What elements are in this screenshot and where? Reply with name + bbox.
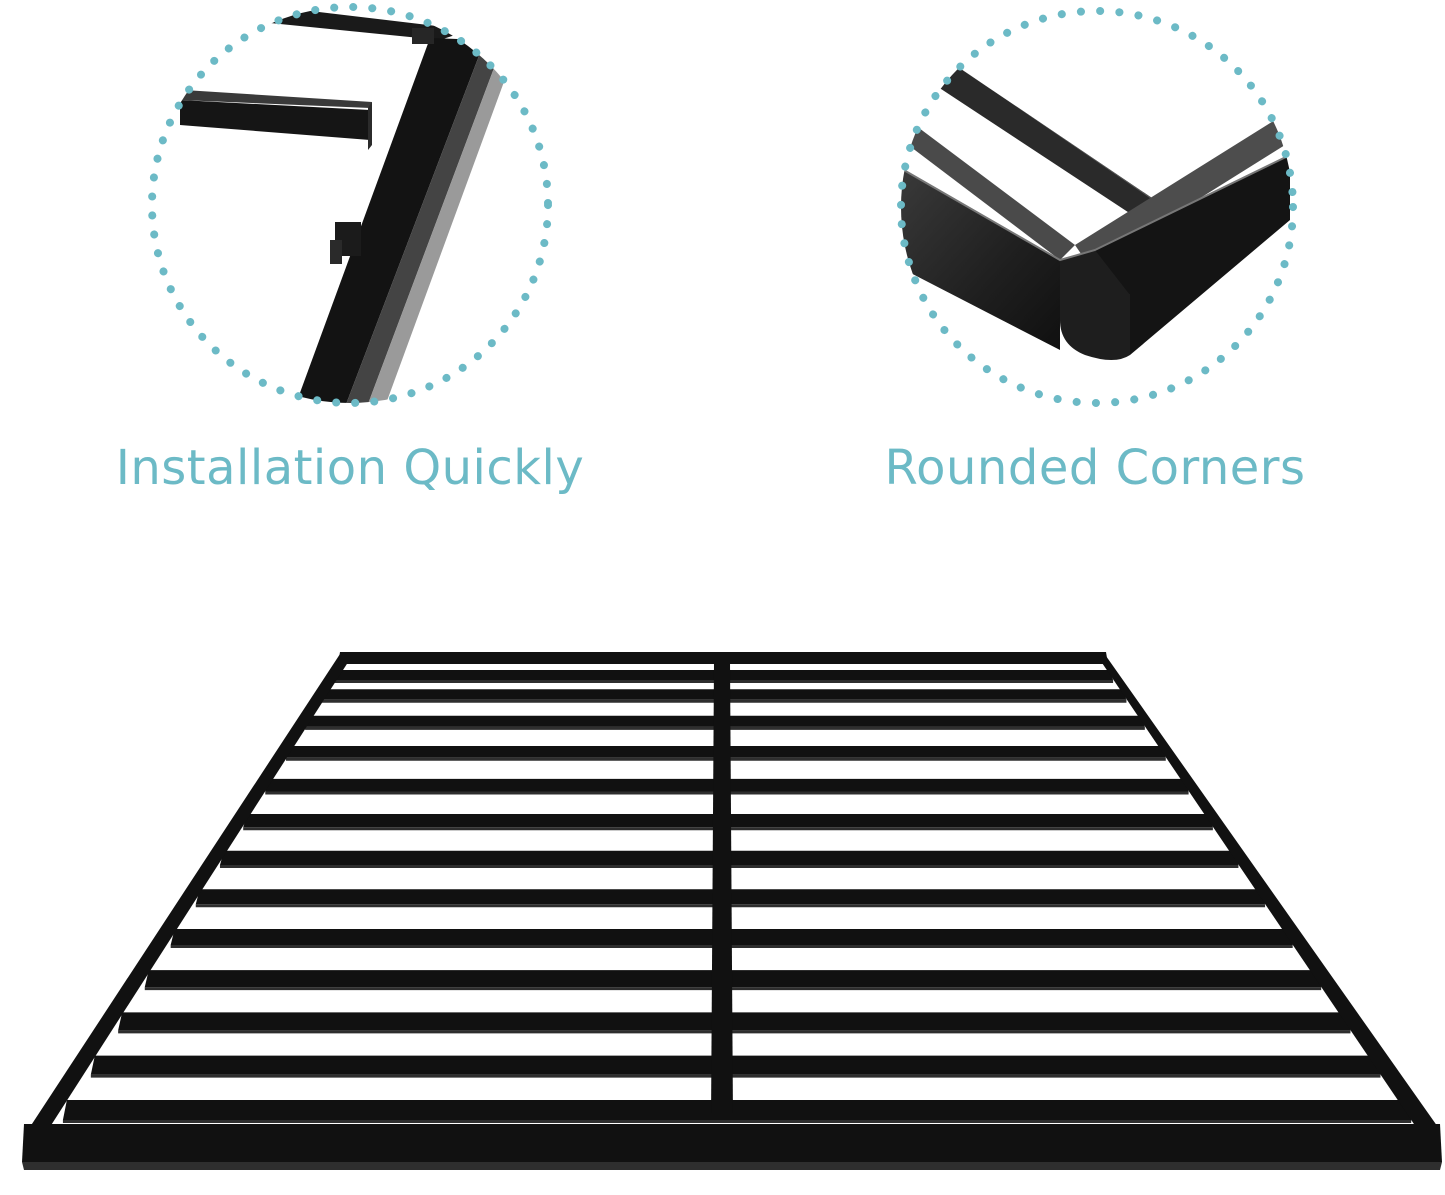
- bed-slat-edge: [90, 1074, 1381, 1078]
- head-rail: [338, 652, 1108, 664]
- installation-detail-circle: [148, 3, 552, 407]
- bed-frame-illustration: [22, 652, 1442, 1170]
- feature-label-installation: Installation Quickly: [115, 440, 585, 496]
- right-side-rail: [1096, 654, 1440, 1130]
- rounded-corner-icon: [901, 65, 1291, 360]
- bed-slat-edge: [118, 1030, 1351, 1034]
- left-side-rail: [28, 654, 352, 1130]
- rounded-corner-detail-circle: [897, 7, 1297, 407]
- foot-rail-edge: [22, 1162, 1442, 1170]
- slats-group: [62, 670, 1412, 1123]
- foot-rail: [22, 1124, 1442, 1162]
- bed-slat: [90, 1055, 1381, 1075]
- bed-slat: [62, 1100, 1412, 1120]
- bed-slat: [118, 1012, 1351, 1031]
- center-support-beam: [711, 662, 733, 1120]
- bed-slat: [144, 970, 1322, 988]
- frame-joint-icon: [180, 7, 512, 403]
- feature-label-rounded-corners: Rounded Corners: [884, 440, 1306, 496]
- bed-slat-edge: [62, 1120, 1412, 1123]
- bed-slat-edge: [144, 987, 1322, 991]
